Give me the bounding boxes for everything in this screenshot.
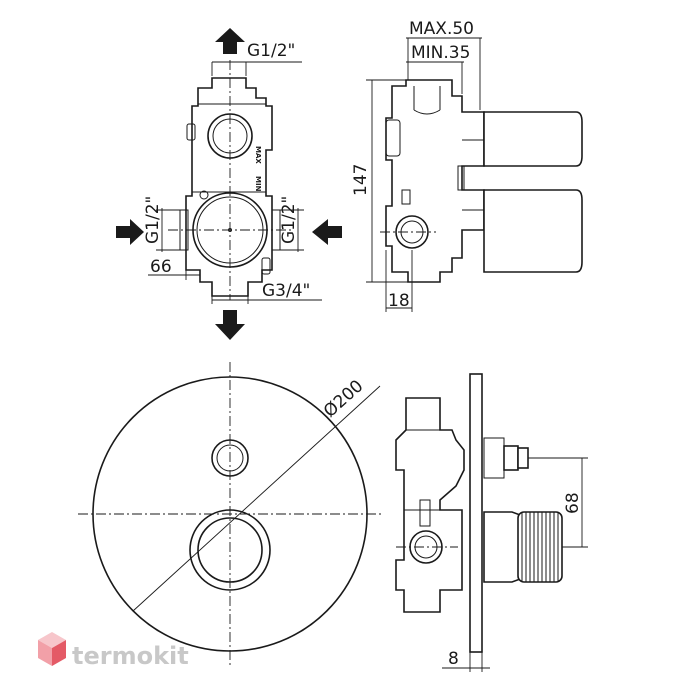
body-min-mark: MIN bbox=[254, 176, 262, 192]
assembly-side-view bbox=[395, 373, 563, 653]
valve-body-front-view: MAX MIN bbox=[168, 60, 292, 300]
label-g12-top: G1/2" bbox=[247, 41, 295, 61]
label-68: 68 bbox=[563, 492, 583, 514]
label-18: 18 bbox=[388, 291, 410, 311]
label-min35: MIN.35 bbox=[411, 43, 470, 63]
body-max-mark: MAX bbox=[254, 146, 262, 164]
front-view-dimensions bbox=[148, 61, 322, 304]
arrow-left-icon bbox=[312, 219, 342, 245]
assembly-dimensions bbox=[442, 457, 588, 672]
label-g12-right: G1/2" bbox=[279, 196, 299, 244]
watermark-text: termokit bbox=[72, 642, 189, 670]
logo-cube-left bbox=[38, 640, 52, 666]
valve-body-side-view bbox=[380, 79, 583, 283]
label-8: 8 bbox=[448, 649, 459, 669]
label-dia200: Ø200 bbox=[320, 376, 367, 422]
arrow-down-icon bbox=[215, 310, 245, 340]
label-66: 66 bbox=[150, 257, 172, 277]
flow-arrows bbox=[116, 28, 342, 340]
arrow-up-icon bbox=[215, 28, 245, 54]
label-147: 147 bbox=[351, 164, 371, 196]
diameter-dimension bbox=[132, 385, 381, 612]
logo-cube-right bbox=[52, 640, 66, 666]
label-g34: G3/4" bbox=[262, 281, 310, 301]
side-view-dimensions bbox=[366, 37, 482, 312]
termokit-logo: termokit bbox=[38, 632, 189, 670]
label-g12-left: G1/2" bbox=[143, 196, 163, 244]
cover-plate-front-view bbox=[78, 362, 382, 668]
label-max50: MAX.50 bbox=[409, 19, 474, 39]
arrow-right-icon bbox=[116, 219, 144, 245]
